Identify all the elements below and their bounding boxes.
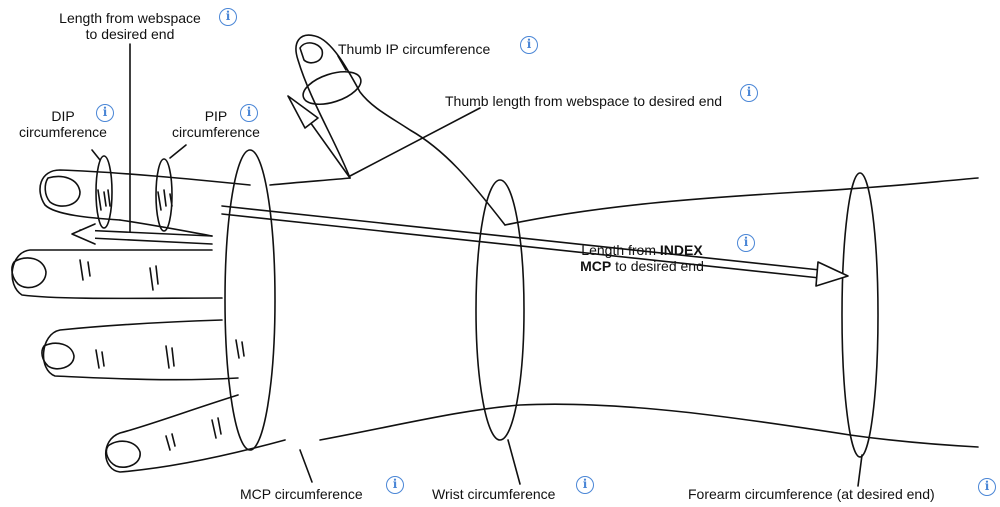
thumb-nail: [299, 42, 324, 64]
thumb-outline: [295, 34, 506, 226]
ring-pip-crease: [165, 345, 175, 369]
label-index-mcp-length: Length from INDEX MCP to desired end: [580, 242, 704, 274]
leader-thumb-ip: [337, 55, 347, 71]
leader-mcp: [299, 449, 313, 483]
index-finger-top: [39, 169, 251, 221]
webspace-arrow-shaft-2: [89, 237, 213, 245]
wrist-band: [475, 179, 525, 441]
leader-pip: [169, 144, 187, 159]
label-wrist: Wrist circumference: [432, 486, 556, 502]
thumb-arrow-head: [287, 95, 319, 129]
webspace-arrow-shaft: [79, 229, 213, 237]
pip-band: [155, 158, 173, 232]
leader-dip: [91, 149, 101, 161]
label-pip: PIP circumference: [172, 108, 260, 140]
label-thumb-ip: Thumb IP circumference: [338, 41, 491, 57]
middle-nail: [11, 257, 47, 289]
index-mcp-arrow-bottom: [221, 213, 821, 279]
label-mcp: MCP circumference: [240, 486, 363, 502]
info-icon-thumb-length[interactable]: i: [740, 84, 758, 102]
index-finger-bottom: [119, 219, 213, 237]
ring-nail: [41, 342, 75, 370]
little-finger: [105, 394, 286, 473]
info-icon-dip[interactable]: i: [96, 104, 114, 122]
index-mcp-arrow-top: [221, 205, 821, 271]
little-nail: [105, 440, 141, 468]
ring-finger: [42, 319, 239, 381]
info-icon-wrist[interactable]: i: [576, 476, 594, 494]
leader-wrist: [507, 439, 521, 485]
little-dip-crease: [165, 433, 176, 451]
leader-thumb-length: [349, 107, 481, 177]
info-icon-pip[interactable]: i: [240, 104, 258, 122]
label-dip: DIP circumference: [19, 108, 107, 140]
mcp-crease: [235, 339, 245, 359]
label-forearm: Forearm circumference (at desired end): [688, 486, 935, 502]
little-pip-crease: [211, 417, 222, 439]
webspace-arrow-head: [71, 223, 96, 245]
middle-pip-crease: [149, 265, 159, 291]
thumb-ip-band: [302, 70, 362, 106]
middle-finger: [11, 249, 223, 300]
info-icon-mcp[interactable]: i: [386, 476, 404, 494]
index-nail: [44, 175, 81, 207]
label-thumb-length: Thumb length from webspace to desired en…: [445, 93, 723, 109]
info-icon-forearm[interactable]: i: [978, 478, 996, 496]
dip-crease: [97, 189, 111, 211]
index-mcp-arrow-head: [815, 261, 849, 287]
label-webspace-length: Length from webspace to desired end: [59, 10, 201, 42]
ring-dip-crease: [95, 349, 105, 369]
forearm-top-edge: [504, 177, 979, 226]
pip-crease: [157, 189, 173, 211]
forearm-bottom-edge: [319, 403, 979, 448]
dip-band: [95, 155, 113, 229]
info-icon-webspace-length[interactable]: i: [219, 8, 237, 26]
middle-dip-crease: [79, 259, 91, 281]
info-icon-index-mcp-length[interactable]: i: [737, 234, 755, 252]
info-icon-thumb-ip[interactable]: i: [520, 36, 538, 54]
hand-back-edge: [269, 177, 351, 186]
forearm-band: [841, 172, 879, 458]
mcp-band: [224, 149, 276, 451]
leader-forearm: [857, 454, 863, 487]
